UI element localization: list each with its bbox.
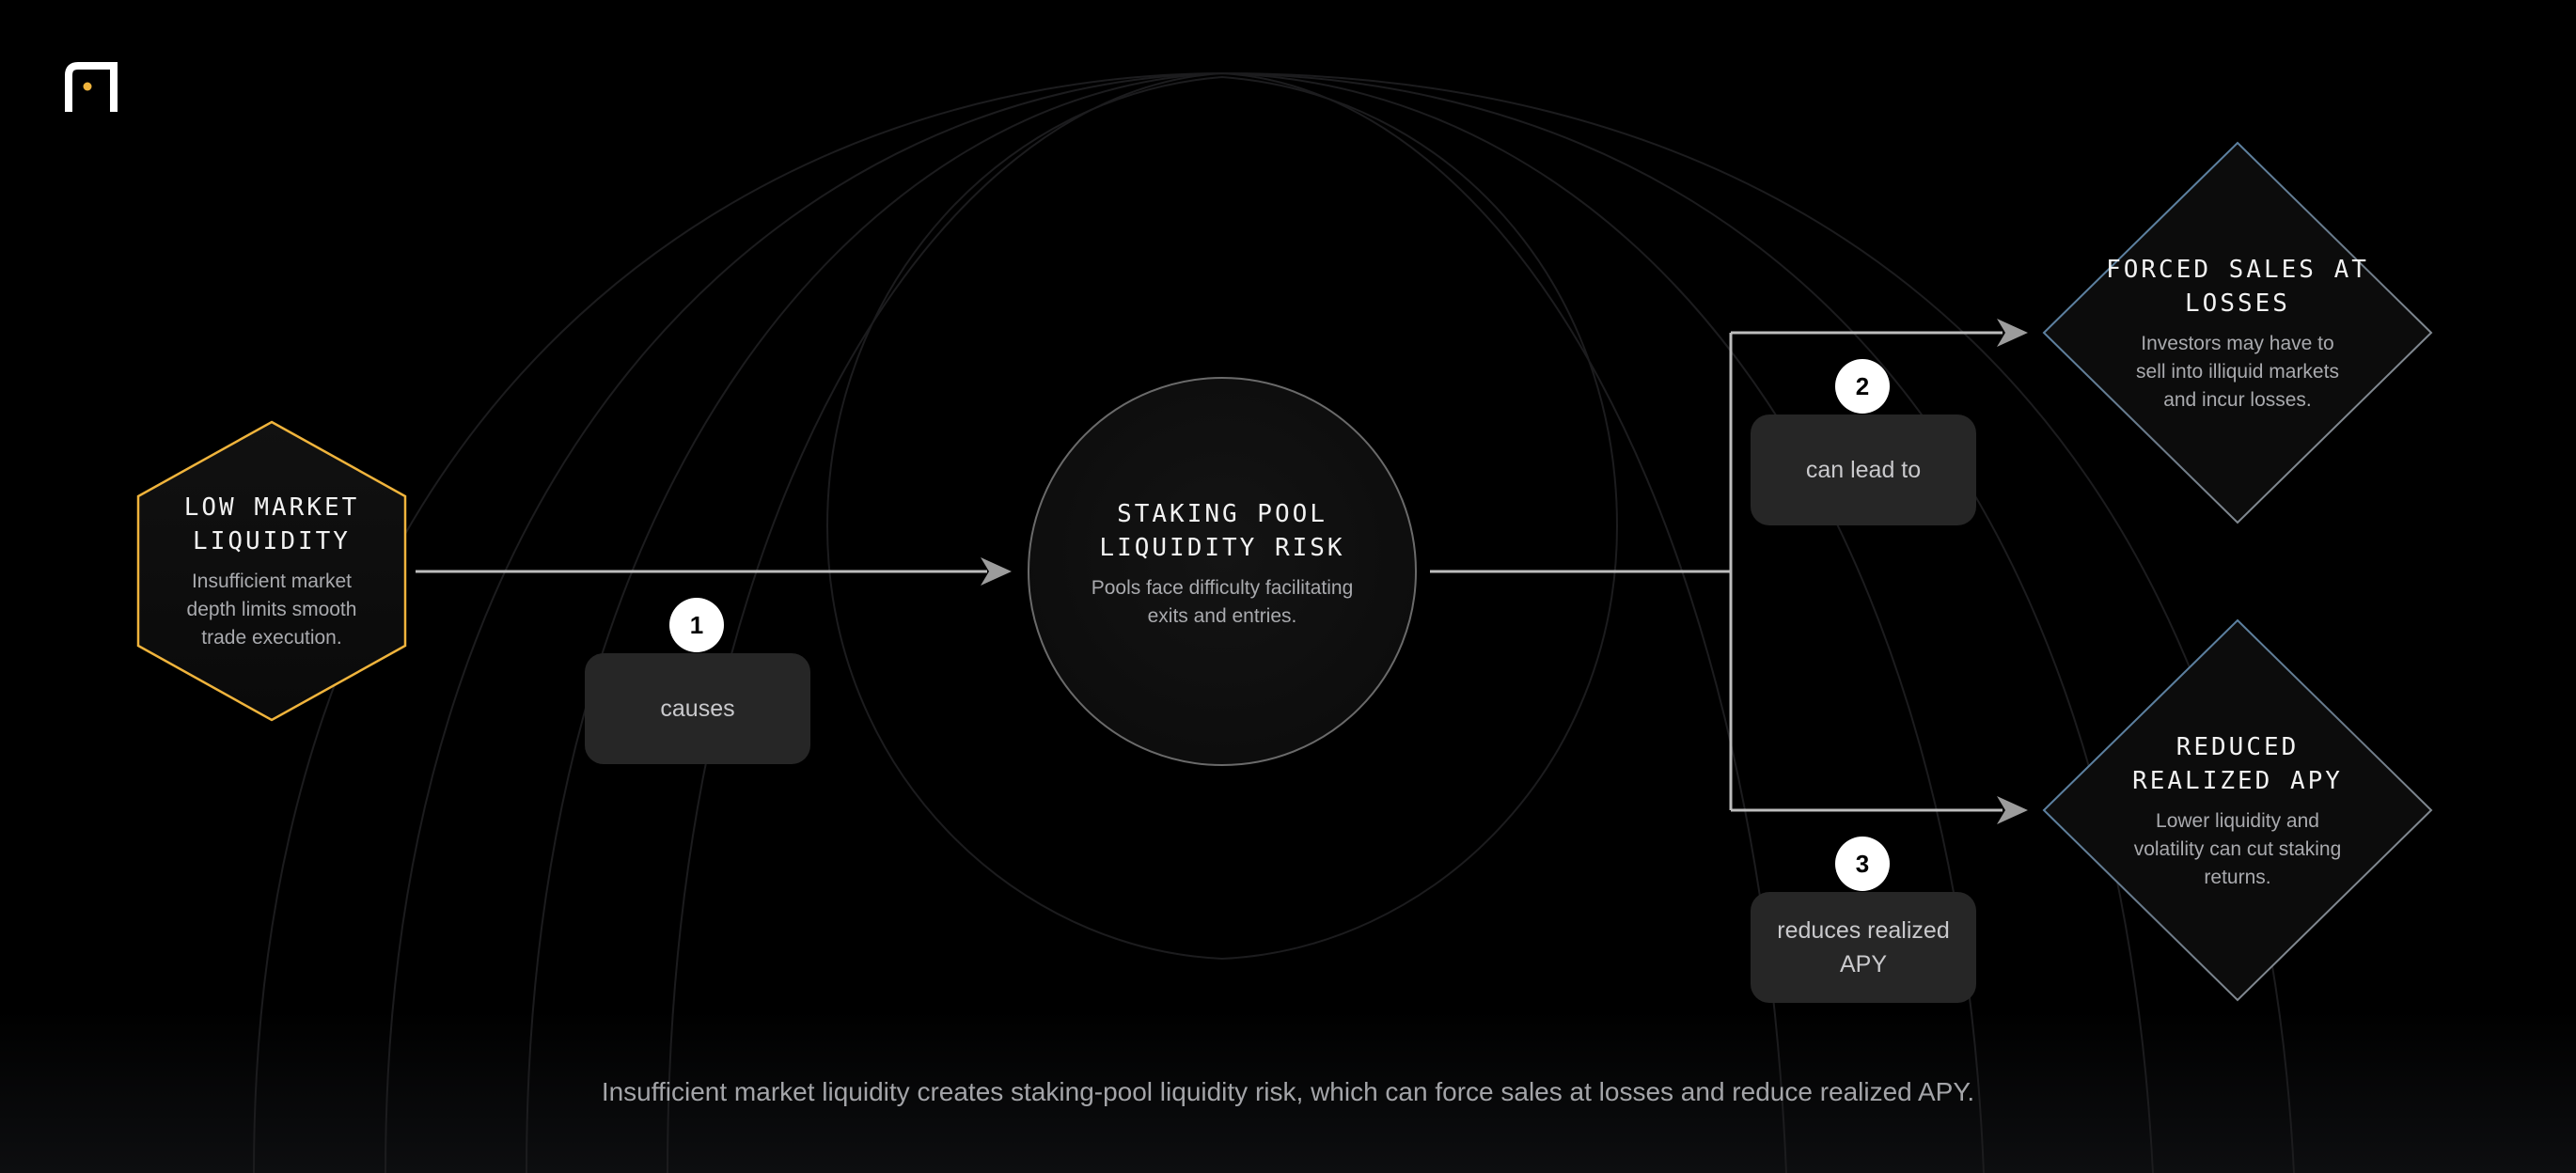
edge-branch-lines bbox=[1430, 331, 2003, 812]
low-market-liquidity-node: LOW MARKET LIQUIDITY Insufficient market… bbox=[138, 481, 405, 662]
node-title: FORCED SALES AT LOSSES bbox=[2106, 256, 2369, 318]
node-description: Investors may have to sell into illiquid… bbox=[2136, 333, 2339, 411]
low-market-liquidity-hexagon bbox=[136, 420, 407, 722]
staking-pool-risk-node: STAKING POOL LIQUIDITY RISK Pools face d… bbox=[1044, 489, 1401, 639]
edge-label-causes: causes bbox=[585, 653, 810, 764]
node-title: REDUCED REALIZED APY bbox=[2132, 733, 2343, 795]
node-description: Insufficient market depth limits smooth … bbox=[186, 571, 357, 649]
edge-label-reduces-realized-apy: reduces realized APY bbox=[1751, 892, 1976, 1003]
step-badge-2: 2 bbox=[1835, 359, 1890, 414]
node-description: Pools face difficulty facilitating exits… bbox=[1091, 577, 1354, 627]
reduced-apy-diamond bbox=[2042, 618, 2433, 1002]
node-title: STAKING POOL LIQUIDITY RISK bbox=[1099, 500, 1345, 562]
edge-can-lead-to-arrowhead bbox=[1997, 319, 2028, 347]
step-badge-3: 3 bbox=[1835, 837, 1890, 891]
staking-pool-risk-circle bbox=[1028, 377, 1417, 766]
reduced-apy-node: REDUCED REALIZED APY Lower liquidity and… bbox=[2087, 724, 2388, 899]
node-description: Lower liquidity and volatility can cut s… bbox=[2133, 810, 2342, 888]
edge-label-can-lead-to: can lead to bbox=[1751, 414, 1976, 525]
edge-causes-line bbox=[416, 557, 1012, 586]
diagram-caption: Insufficient market liquidity creates st… bbox=[601, 1077, 1975, 1106]
brand-logo-icon bbox=[65, 62, 118, 112]
background-arcs bbox=[253, 71, 2295, 1173]
step-badge-1: 1 bbox=[669, 598, 724, 652]
node-title: LOW MARKET LIQUIDITY bbox=[183, 493, 360, 555]
forced-sales-diamond bbox=[2042, 141, 2433, 524]
edge-reduces-apy-arrowhead bbox=[1997, 796, 2028, 824]
forced-sales-node: FORCED SALES AT LOSSES Investors may hav… bbox=[2087, 246, 2388, 421]
